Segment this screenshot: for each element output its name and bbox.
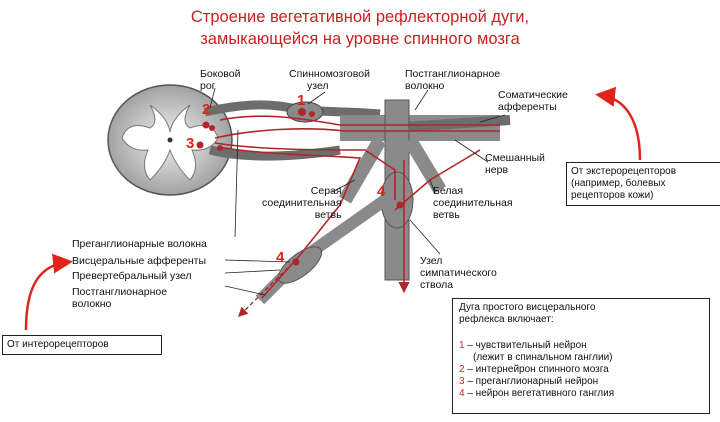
label-sympathetic-ganglion-line3: ствола <box>420 279 454 291</box>
legend-item-3-text: – преганглионарный нейрон <box>464 376 599 387</box>
legend-item-1-note: (лежит в спинальном ганглии) <box>473 352 613 363</box>
label-mixed-nerve-line1: Смешанный <box>485 152 545 164</box>
label-spinal-ganglion-line1: Спинномозговой <box>289 68 370 80</box>
legend-item-2-num: 2 <box>459 364 465 375</box>
marker-1: 1 <box>297 92 306 109</box>
legend-heading-1: Дуга простого висцерального <box>459 302 596 313</box>
legend-box: Дуга простого висцерального рефлекса вкл… <box>452 298 710 414</box>
label-white-ramus-line1: Белая <box>433 185 464 197</box>
legend-item-2-text: – интернейрон спинного мозга <box>464 364 609 375</box>
legend-item-1-text: – чувствительный нейрон <box>464 340 587 351</box>
label-gray-ramus-line3: ветвь <box>314 209 342 221</box>
label-postganglionic-top-line1: Постганглионарное <box>405 68 501 80</box>
label-postganglionic-bottom-line1: Постганглионарное <box>72 286 168 298</box>
label-lateral-horn: Боковой рог <box>200 68 240 92</box>
label-postganglionic-bottom: Постганглионарное волокно <box>72 286 167 310</box>
label-spinal-ganglion: Спинномозговой узел <box>289 68 370 92</box>
label-sympathetic-ganglion-line1: Узел <box>420 255 443 267</box>
label-gray-ramus-line2: соединительная <box>262 197 342 209</box>
marker-3: 3 <box>186 135 195 152</box>
label-sympathetic-ganglion: Узел симпатического ствола <box>420 255 497 291</box>
exteroceptors-line3: рецепторов кожи) <box>571 190 654 201</box>
label-prevertebral-ganglion: Превертебральный узел <box>72 270 192 282</box>
legend-heading-2: рефлекса включает: <box>459 314 554 325</box>
label-lateral-horn-line2: рог <box>200 80 216 92</box>
label-sympathetic-ganglion-line2: симпатического <box>420 267 497 279</box>
label-somatic-afferents: Соматические афференты <box>498 89 568 113</box>
marker-4-sympathetic: 4 <box>377 183 386 200</box>
title-line-2: замыкающейся на уровне спинного мозга <box>200 30 520 48</box>
label-somatic-afferents-line2: афференты <box>498 101 557 113</box>
label-white-ramus-line3: ветвь <box>433 209 460 221</box>
exteroceptors-box: От экстерорецепторов (например, болевых … <box>566 162 720 206</box>
exteroceptors-line1: От экстерорецепторов <box>571 166 677 177</box>
interoceptors-box: От интерорецепторов <box>2 335 162 355</box>
label-white-ramus: Белая соединительная ветвь <box>433 185 513 221</box>
legend-item-4-text: – нейрон вегетативного ганглия <box>464 388 615 399</box>
label-gray-ramus-line1: Серая <box>310 185 342 197</box>
legend-item-4: 4 – нейрон вегетативного ганглия <box>459 388 703 400</box>
legend-item-1: 1 – чувствительный нейрон <box>459 340 703 352</box>
spinal-cord <box>107 84 233 196</box>
marker-2: 2 <box>202 101 211 118</box>
label-preganglionic-fibers: Преганглионарные волокна <box>72 238 207 250</box>
label-mixed-nerve: Смешанный нерв <box>485 152 545 176</box>
label-visceral-afferents: Висцеральные афференты <box>72 255 207 267</box>
legend-item-3-num: 3 <box>459 376 465 387</box>
label-gray-ramus: Серая соединительная ветвь <box>262 185 342 221</box>
label-somatic-afferents-line1: Соматические <box>498 89 568 101</box>
label-postganglionic-bottom-line2: волокно <box>72 298 112 310</box>
label-mixed-nerve-line2: нерв <box>485 164 509 176</box>
label-white-ramus-line2: соединительная <box>433 197 513 209</box>
title-line-1: Строение вегетативной рефлекторной дуги, <box>190 8 530 26</box>
exteroceptors-line2: (например, болевых <box>571 178 666 189</box>
diagram-title: Строение вегетативной рефлекторной дуги,… <box>0 6 720 50</box>
legend-item-1-num: 1 <box>459 340 465 351</box>
label-spinal-ganglion-line2: узел <box>307 80 329 92</box>
legend-item-4-num: 4 <box>459 388 465 399</box>
legend-item-3: 3 – преганглионарный нейрон <box>459 376 703 388</box>
legend-item-2: 2 – интернейрон спинного мозга <box>459 364 703 376</box>
label-lateral-horn-line1: Боковой <box>200 68 241 80</box>
label-postganglionic-top: Постганглионарное волокно <box>405 68 500 92</box>
marker-4-prevertebral: 4 <box>276 249 285 266</box>
label-postganglionic-top-line2: волокно <box>405 80 445 92</box>
